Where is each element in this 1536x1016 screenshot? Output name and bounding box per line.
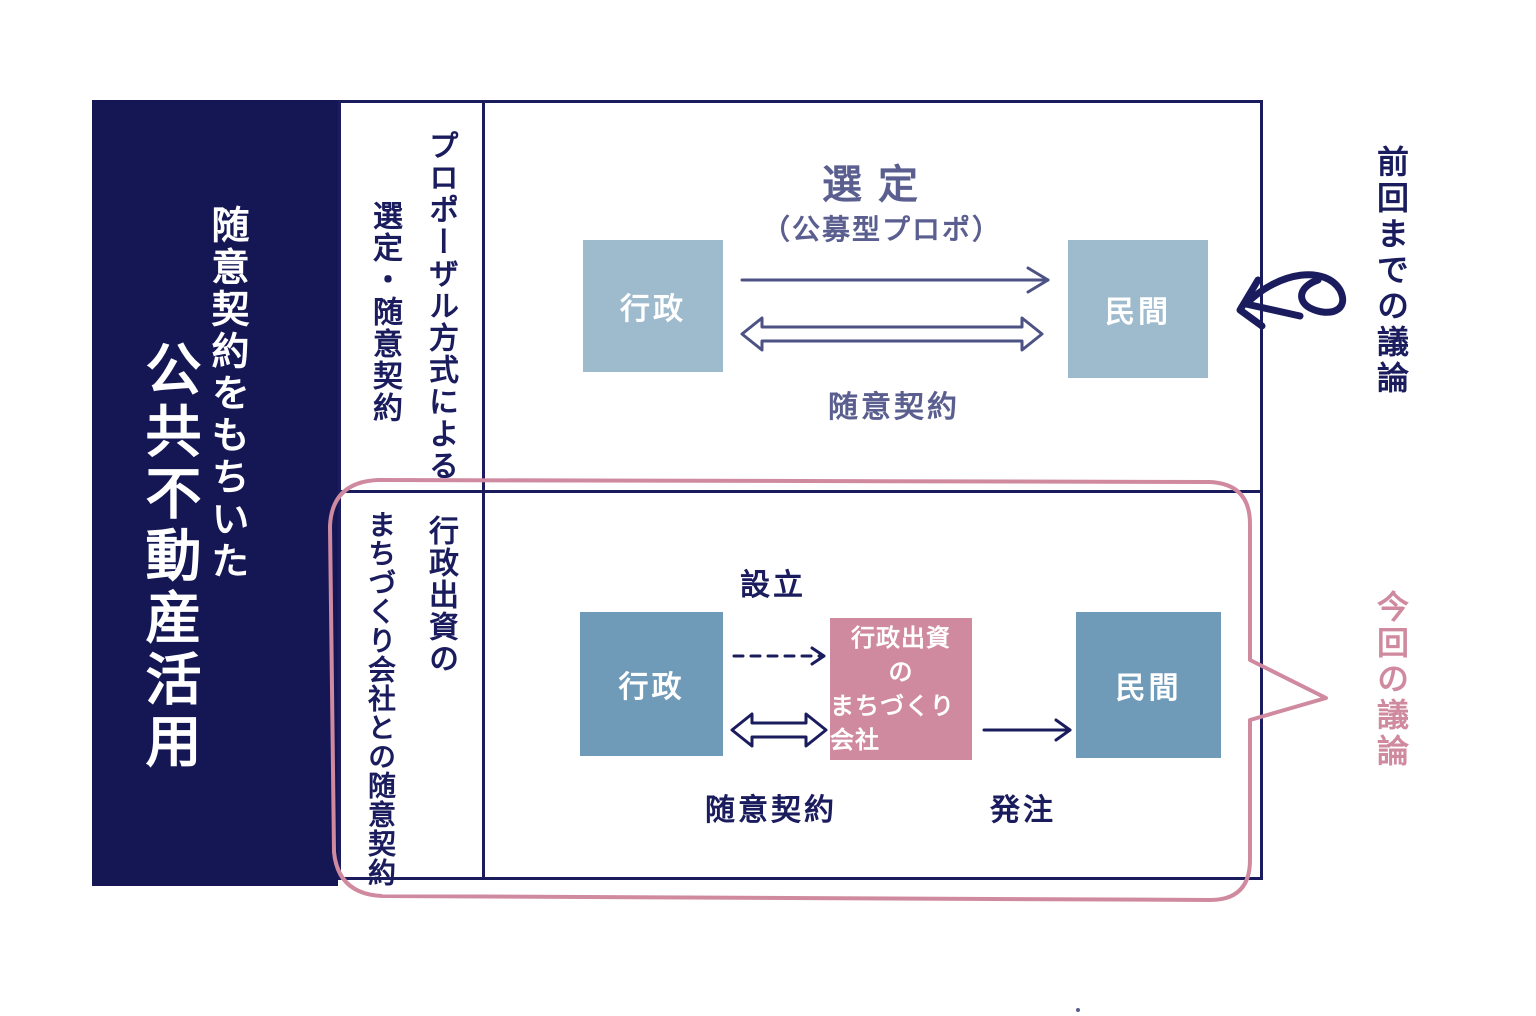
selection-sub-label: （公募型プロポ） bbox=[762, 213, 1003, 246]
company-label-line1: 行政出資 bbox=[851, 624, 951, 652]
row1-government-box: 行政 bbox=[583, 240, 723, 372]
row2-government-label: 行政 bbox=[618, 670, 685, 705]
selection-label: 選定 bbox=[822, 162, 934, 208]
row1-label-line1: プロポーザル方式による bbox=[423, 130, 458, 482]
order-arrow bbox=[982, 718, 1072, 742]
row2-private-label: 民間 bbox=[1115, 671, 1182, 706]
row2-contract-double-arrow bbox=[730, 712, 828, 748]
current-discussion-note: 今回の議論 bbox=[1372, 590, 1410, 770]
company-label-line2: の bbox=[888, 658, 914, 686]
panel-subtitle: 随意契約をもちいた bbox=[205, 205, 249, 583]
row2-label-line2: まちづくり会社との随意契約 bbox=[364, 510, 397, 887]
panel-title: 公共不動産活用 bbox=[136, 340, 201, 774]
row2-private-box: 民間 bbox=[1076, 612, 1221, 758]
row1-contract-label: 随意契約 bbox=[828, 390, 960, 425]
current-discussion-bubble bbox=[328, 478, 1328, 902]
order-label: 発注 bbox=[990, 793, 1056, 828]
previous-discussion-arrow bbox=[1236, 271, 1347, 330]
company-label-line3: まちづくり会社 bbox=[830, 692, 955, 754]
selection-arrow bbox=[740, 266, 1050, 294]
stray-dot bbox=[1076, 1008, 1080, 1012]
previous-discussion-note: 前回までの議論 bbox=[1372, 145, 1410, 397]
establish-label: 設立 bbox=[740, 568, 806, 603]
row-divider bbox=[338, 490, 1263, 493]
row1-label-line2: 選定・随意契約 bbox=[367, 200, 402, 424]
row1-private-box: 民間 bbox=[1068, 240, 1208, 378]
establish-dashed-arrow bbox=[732, 646, 826, 666]
title-panel bbox=[92, 100, 338, 886]
row2-label-line1: 行政出資の bbox=[423, 515, 458, 675]
row2-government-box: 行政 bbox=[580, 612, 723, 756]
row1-contract-double-arrow bbox=[740, 316, 1044, 352]
row1-government-label: 行政 bbox=[620, 292, 686, 327]
row1-private-label: 民間 bbox=[1105, 295, 1171, 330]
machizukuri-company-box: 行政出資 の まちづくり会社 bbox=[830, 618, 972, 760]
row2-contract-label: 随意契約 bbox=[705, 793, 837, 828]
